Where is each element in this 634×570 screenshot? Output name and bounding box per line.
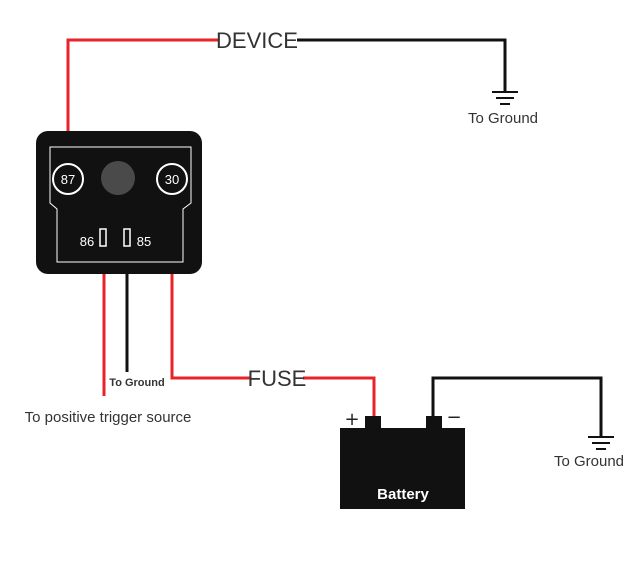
battery-minus-sign: − [446, 407, 461, 428]
relay-pin-86-label: 86 [80, 234, 94, 249]
relay-pin-86-terminal [99, 228, 107, 247]
relay: 87 30 86 85 [36, 131, 202, 274]
battery-positive-terminal [365, 416, 381, 430]
relay-body [36, 131, 202, 274]
battery-label: Battery [377, 486, 429, 503]
relay-face-outline [49, 146, 192, 263]
relay-pin-30 [156, 163, 188, 195]
battery-plus-sign: + [344, 409, 359, 430]
battery-body [340, 428, 465, 509]
relay-center-knob [101, 161, 135, 195]
battery: Battery + − [340, 407, 465, 509]
ground-label-battery: To Ground [554, 453, 624, 470]
wire-device-to-ground [297, 38, 507, 92]
relay-pin-85-terminal [123, 228, 131, 247]
relay-pin-87-label: 87 [61, 172, 75, 187]
device-label: DEVICE [216, 28, 298, 53]
wire-87-to-device [66, 38, 218, 170]
trigger-source-label: To positive trigger source [25, 409, 192, 426]
relay-pin-30-label: 30 [165, 172, 179, 187]
ground-symbol-icon [588, 436, 614, 450]
relay-pin-85-label: 85 [137, 234, 151, 249]
fuse-label: FUSE [248, 366, 307, 391]
battery-negative-terminal [426, 416, 442, 430]
ground-label-relay: To Ground [109, 377, 164, 389]
ground-symbol-icon [492, 91, 518, 105]
wire-battery-negative-to-ground [431, 376, 603, 437]
wire-fuse-to-battery-positive [303, 376, 376, 418]
ground-label-device: To Ground [468, 110, 538, 127]
relay-pin-87 [52, 163, 84, 195]
